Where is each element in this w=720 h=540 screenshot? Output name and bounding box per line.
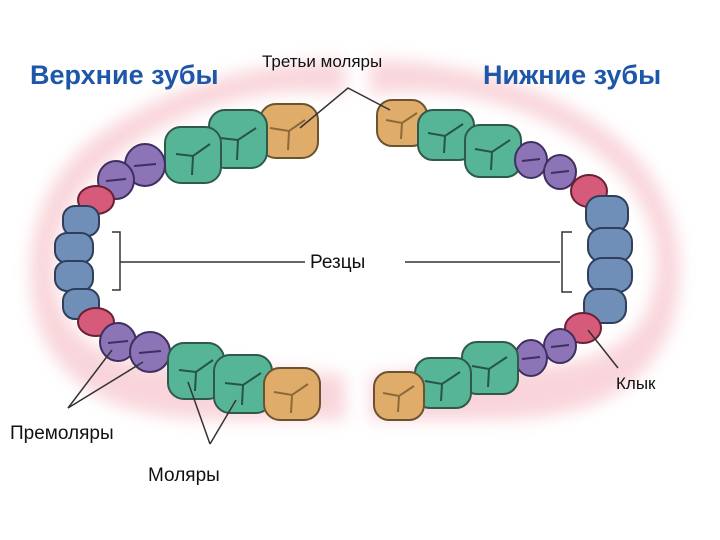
third-molars-leader	[299, 87, 391, 129]
molars-leader	[187, 381, 237, 445]
lower-premolar-bottom-2	[514, 339, 548, 377]
incisors-brackets	[112, 231, 572, 293]
lower-premolar-top-1	[514, 141, 548, 179]
lower-gum	[370, 60, 680, 420]
upper-third-molar-bottom	[263, 367, 321, 421]
lower-molar-bottom-1	[414, 357, 472, 409]
canine-label: Клык	[616, 374, 656, 393]
third-molars-label: Третьи моляры	[262, 52, 383, 71]
upper-teeth-title: Верхние зубы	[30, 60, 219, 90]
molars-label: Моляры	[148, 465, 220, 486]
lower-teeth-title: Нижние зубы	[483, 60, 662, 90]
incisors-label: Резцы	[310, 252, 366, 273]
lower-premolar-top-2	[543, 154, 577, 190]
upper-third-molar-top	[259, 103, 319, 159]
lower-third-molar-bottom	[373, 371, 425, 421]
lower-incisors	[583, 195, 633, 324]
lower-premolar-bottom-1	[543, 328, 577, 364]
canine-leader	[587, 329, 619, 369]
upper-gum	[30, 60, 346, 420]
premolars-label: Премоляры	[10, 423, 114, 444]
lower-molar-top-2	[464, 124, 522, 178]
upper-molar-top-1	[164, 126, 222, 184]
lower-molar-bottom-2	[461, 341, 519, 395]
upper-molar-top-2	[208, 109, 268, 169]
upper-premolar-bottom-1	[99, 322, 137, 362]
lower-molar-top-1	[417, 109, 475, 161]
premolars-leader	[67, 349, 144, 409]
